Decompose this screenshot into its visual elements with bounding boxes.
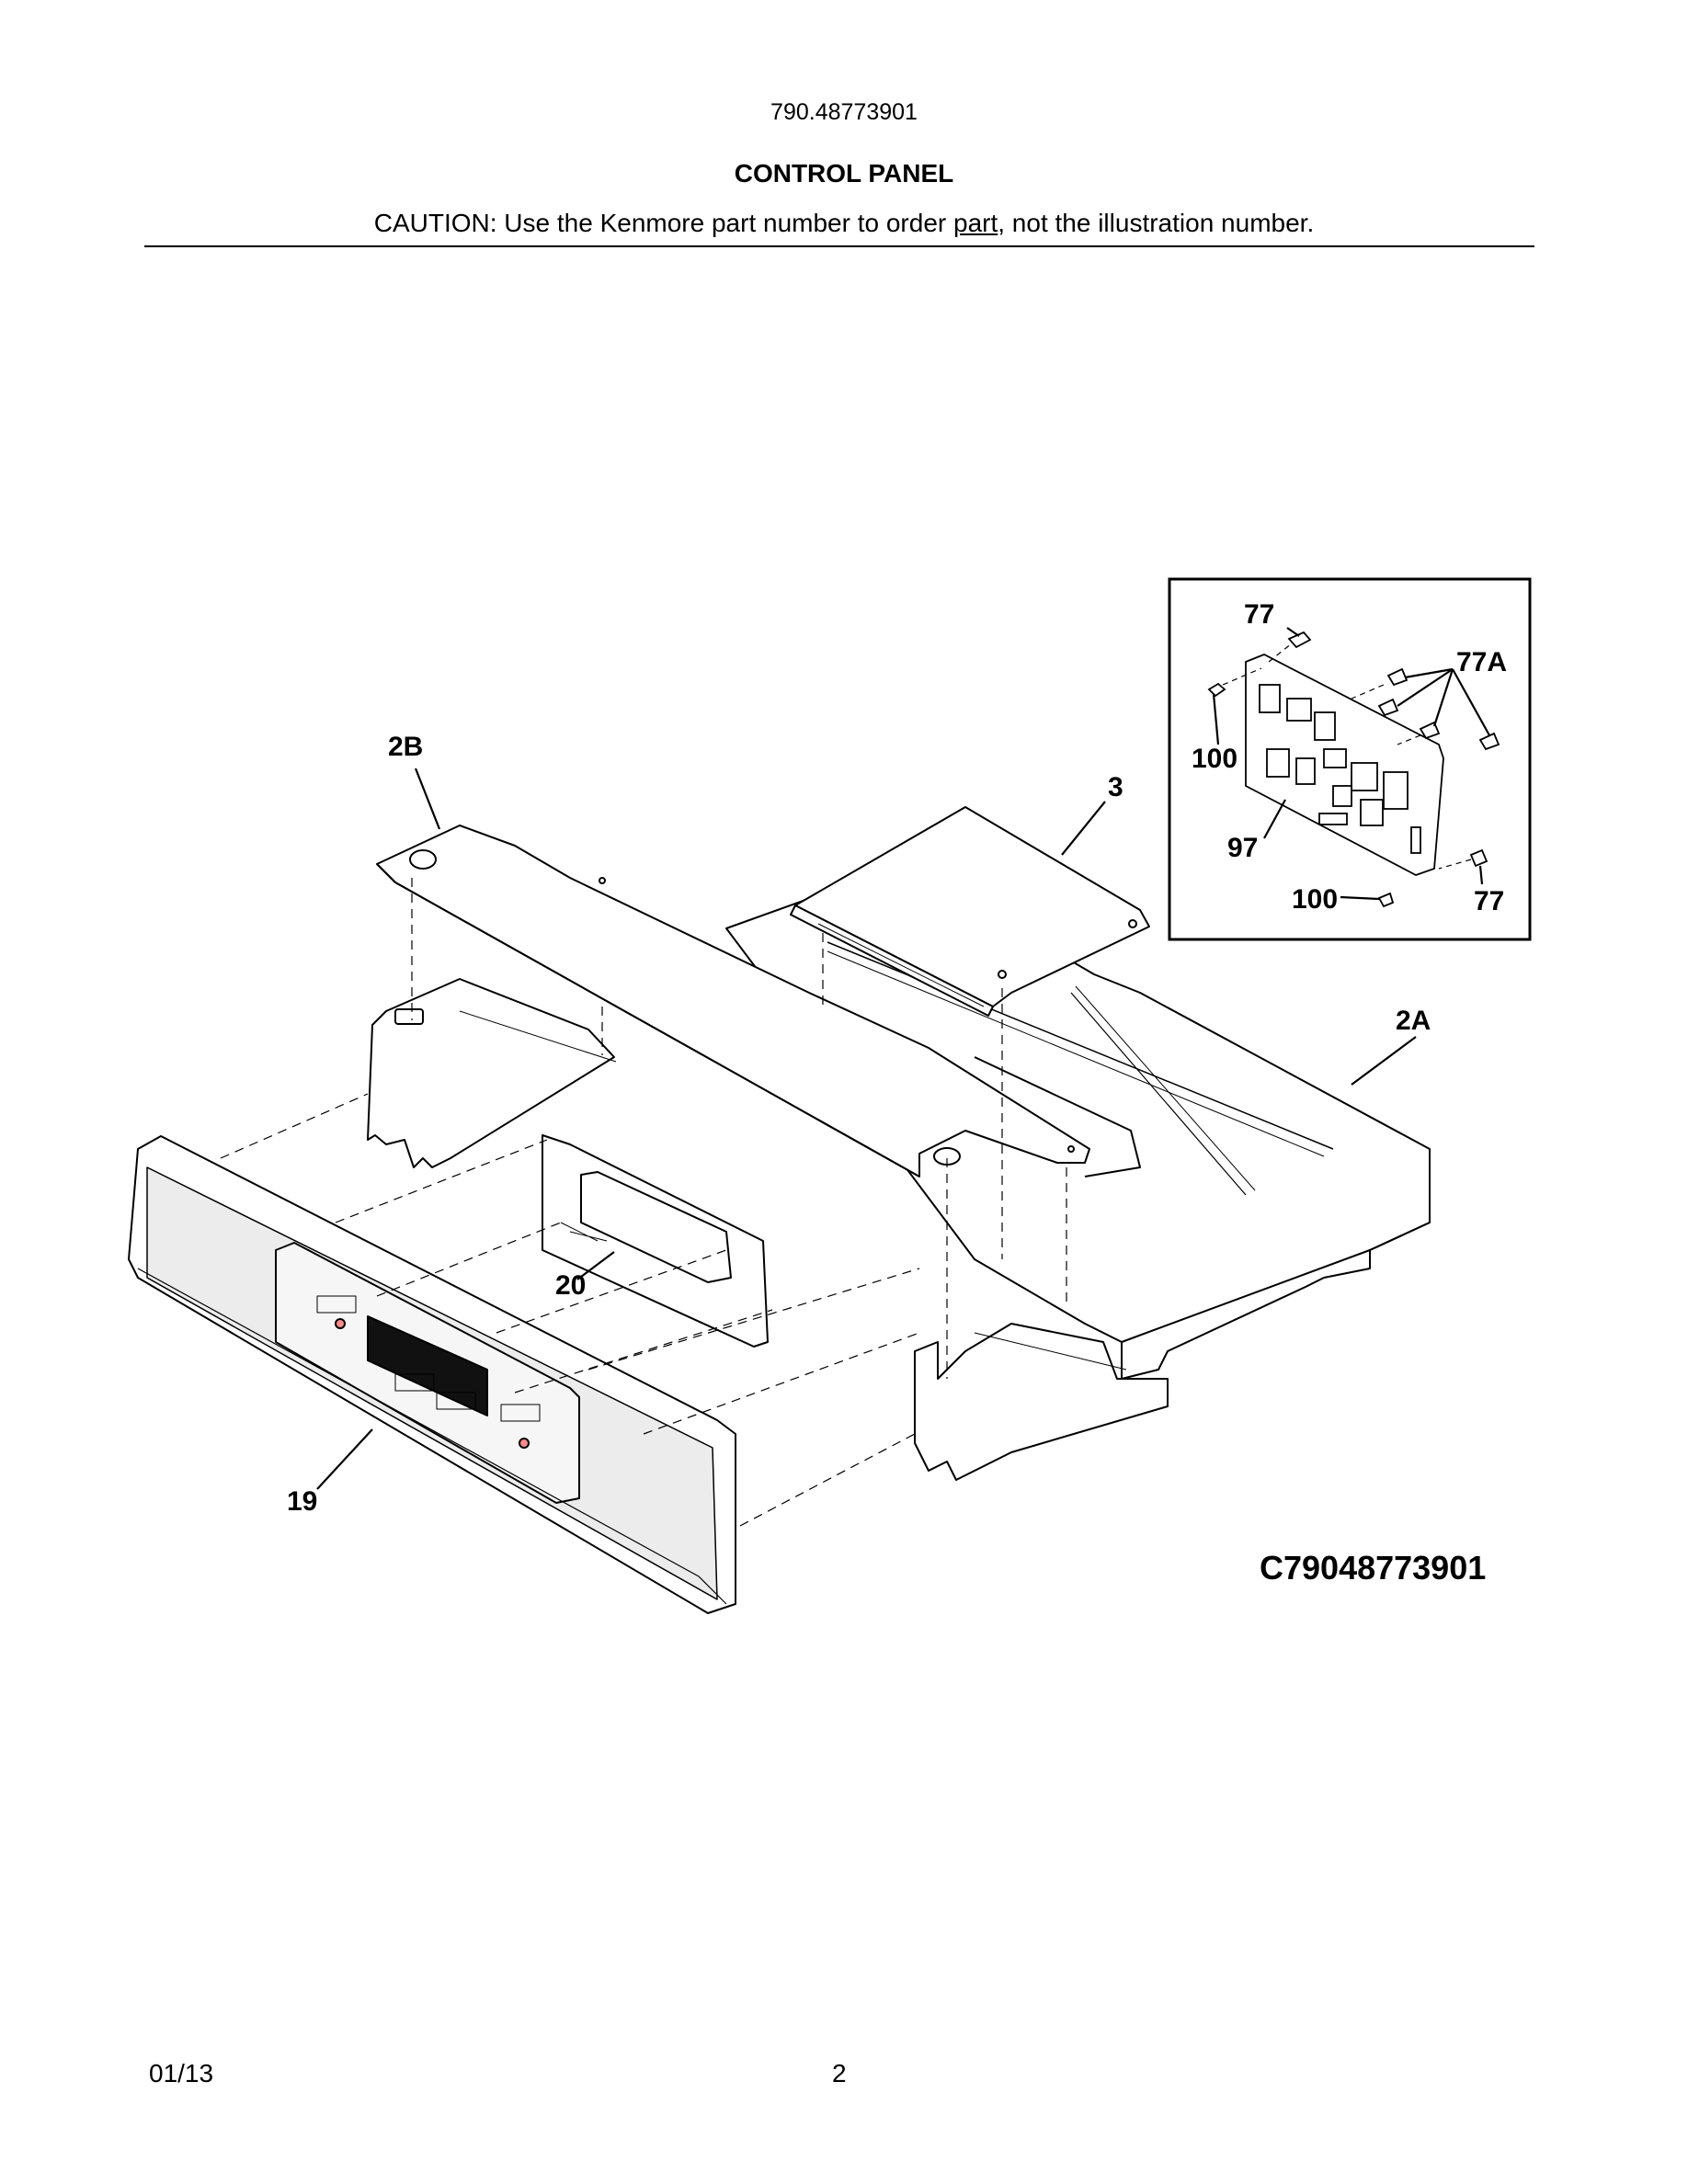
- caution-text-end: , not the illustration number.: [998, 209, 1315, 237]
- callout-19: 19: [287, 1486, 317, 1517]
- cover-plate-3: [790, 806, 1150, 1017]
- circuit-board-97: [1245, 654, 1444, 876]
- footer-date: 01/13: [149, 2059, 214, 2087]
- callout-97: 97: [1227, 833, 1258, 863]
- callout-77-bottom: 77: [1474, 886, 1504, 916]
- callout-2b: 2B: [388, 732, 423, 762]
- callout-77a: 77A: [1456, 647, 1507, 677]
- callout-20: 20: [555, 1270, 586, 1301]
- caution-text-start: CAUTION: Use the Kenmore part number to …: [373, 209, 953, 237]
- inset-detail-box: [1168, 577, 1532, 941]
- model-number: 790.48773901: [770, 99, 918, 125]
- callout-100-left: 100: [1192, 744, 1237, 774]
- callout-77-top: 77: [1244, 599, 1274, 630]
- caution-underlined-word: part: [953, 209, 998, 237]
- left-side-bracket: [367, 978, 617, 1168]
- assembly-guide-lines: [220, 878, 1067, 1527]
- callout-2a: 2A: [1396, 1006, 1431, 1036]
- page-number: 2: [832, 2059, 847, 2087]
- figure-code: C79048773901: [1260, 1549, 1486, 1587]
- inset-leader-lines: [1212, 627, 1490, 901]
- control-board-20: [542, 1134, 769, 1348]
- header-divider: [144, 245, 1534, 247]
- caution-note: CAUTION: Use the Kenmore part number to …: [0, 209, 1688, 238]
- top-trim-2b: [376, 825, 1141, 1177]
- callout-100-bottom: 100: [1292, 884, 1338, 915]
- callout-leader-lines: [316, 768, 1417, 1490]
- page-title: CONTROL PANEL: [734, 159, 954, 188]
- front-control-panel-19: [128, 1135, 736, 1614]
- fastener-parts: [1207, 631, 1500, 908]
- inset-guide-lines: [1222, 643, 1472, 870]
- callout-3: 3: [1108, 772, 1123, 802]
